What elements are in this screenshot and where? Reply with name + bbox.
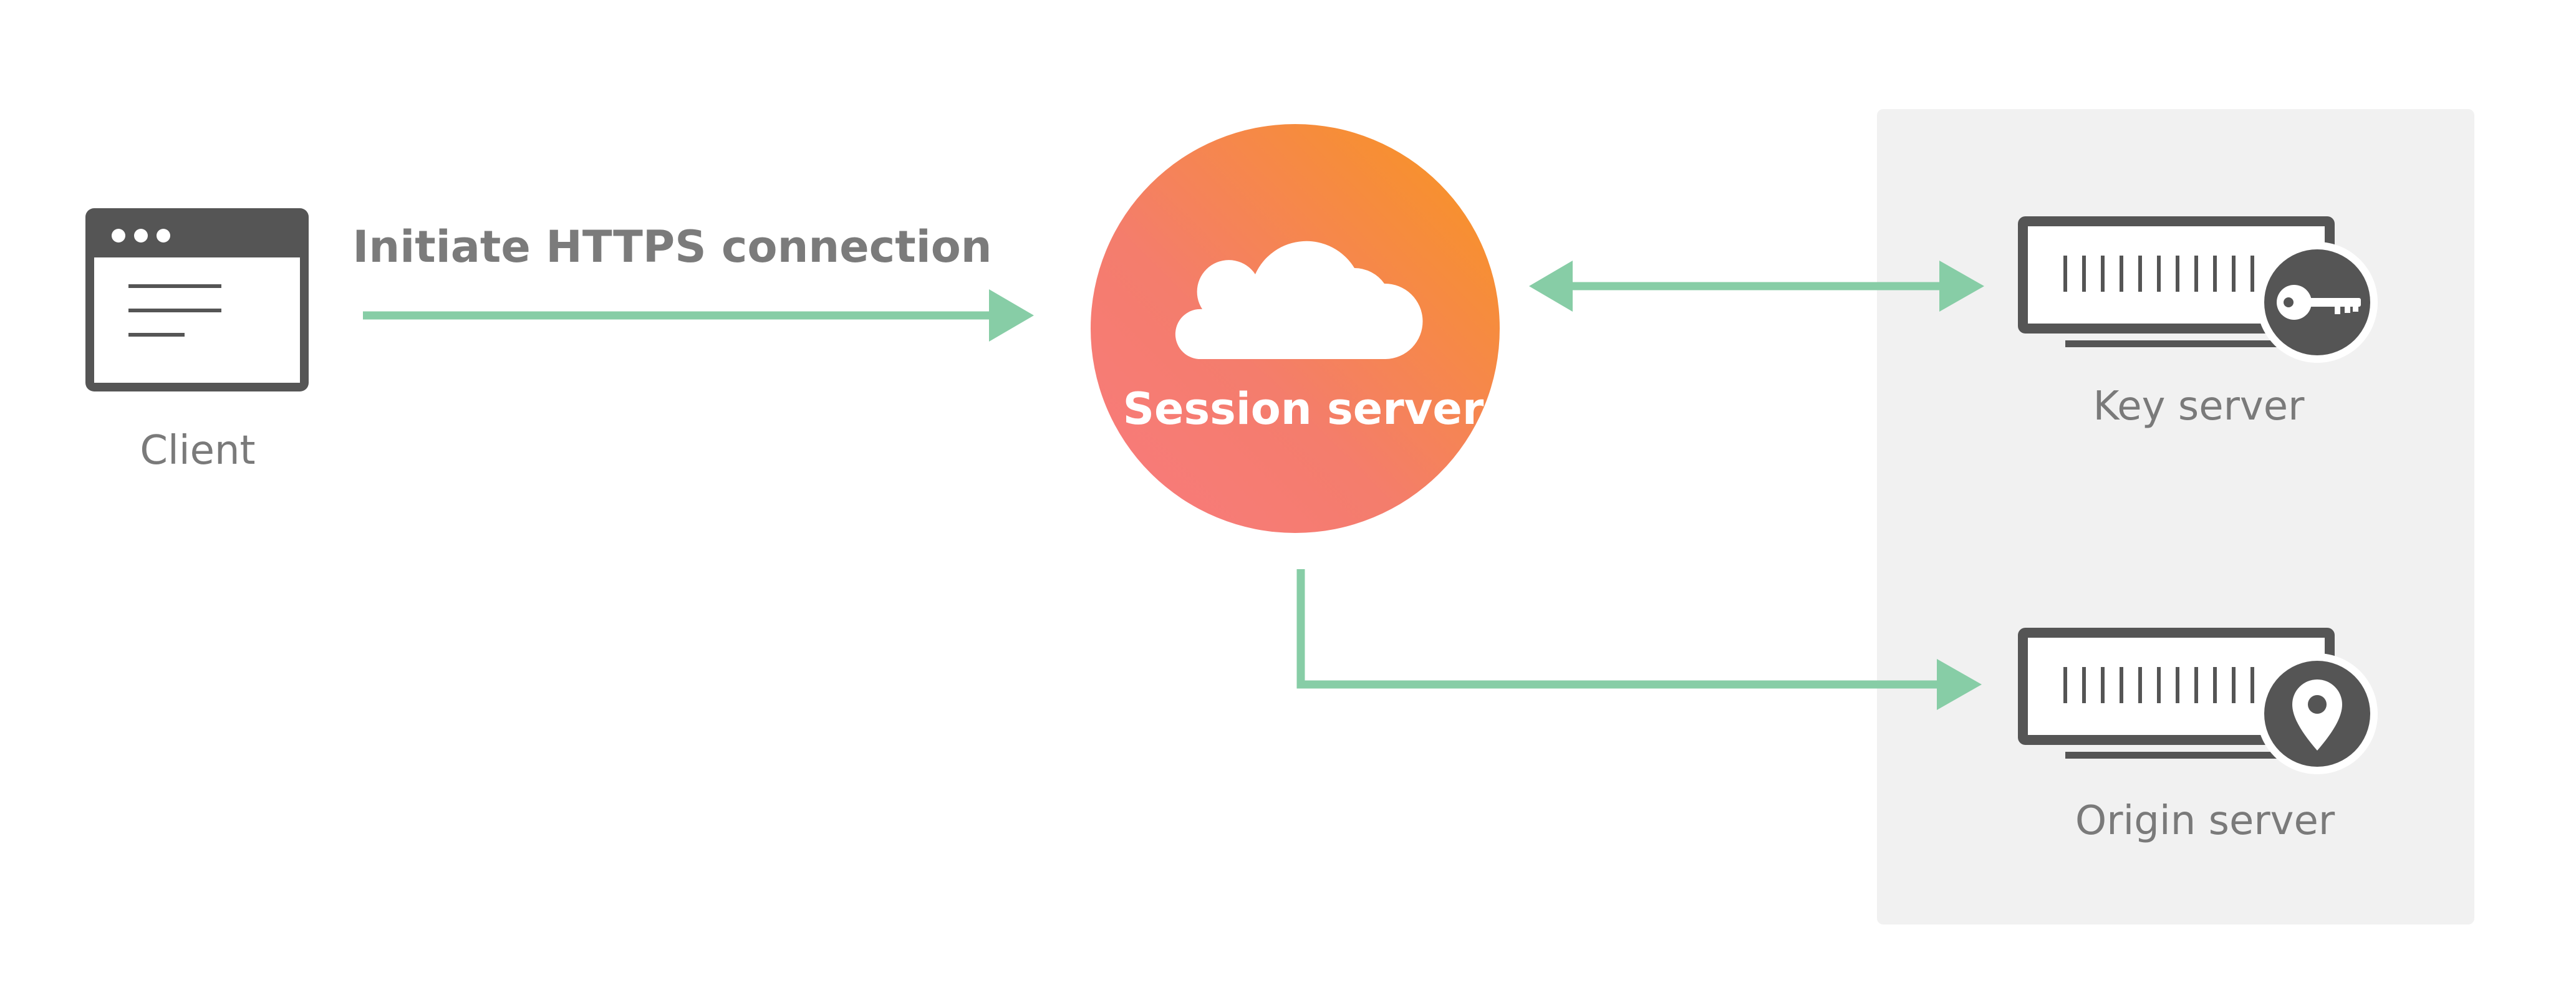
- browser-window-icon: [85, 208, 309, 391]
- https-connection-label: Initiate HTTPS connection: [352, 221, 992, 272]
- key-server-arrow: [1529, 261, 1984, 312]
- key-server-icon: [2018, 216, 2378, 363]
- client-label: Client: [140, 428, 256, 474]
- origin-server-icon: [2018, 628, 2378, 774]
- origin-arrow: [1296, 569, 1982, 710]
- session-server-label: Session server: [1122, 383, 1484, 434]
- key-server-label: Key server: [2093, 383, 2305, 430]
- https-arrow: [363, 289, 1034, 342]
- key-icon: [2277, 285, 2361, 320]
- origin-server-label: Origin server: [2075, 798, 2335, 844]
- session-server: [1091, 124, 1500, 533]
- cloud-icon: [1175, 241, 1423, 359]
- location-pin-icon: [2292, 679, 2342, 751]
